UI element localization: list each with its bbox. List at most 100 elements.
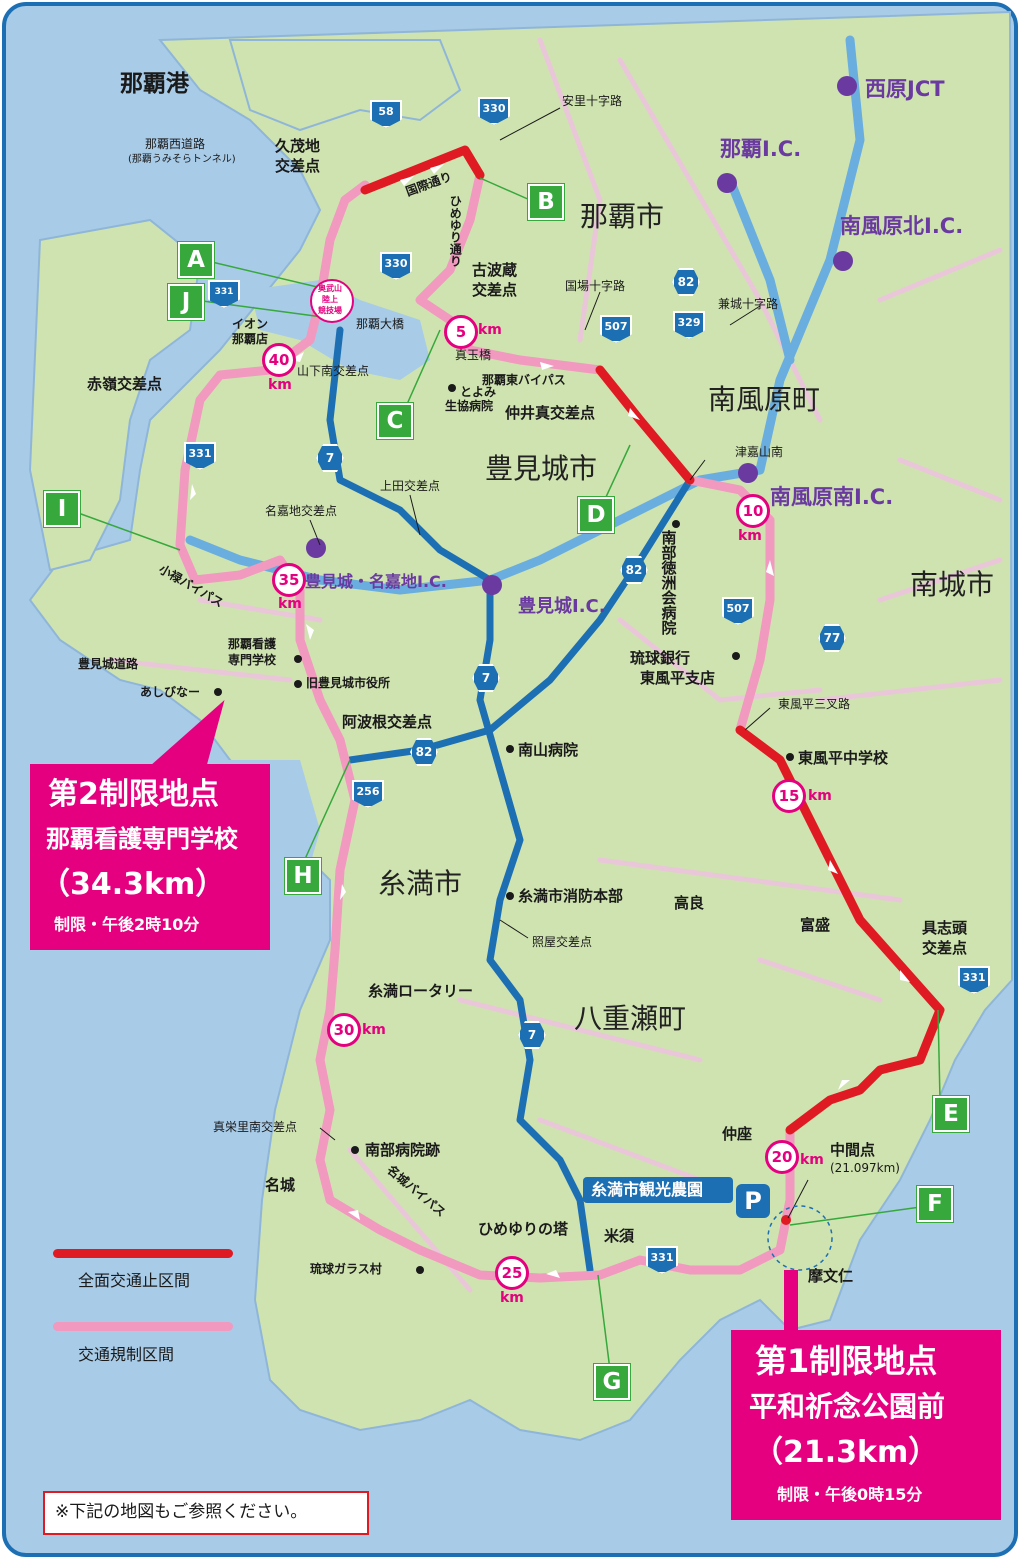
legend-closed-label: 全面交通止区間 [78, 1271, 191, 1290]
route-7c-icon: 7 [518, 1021, 546, 1049]
label-akamine: 赤嶺交差点 [87, 375, 163, 393]
km-marker-20: 20 [765, 1140, 799, 1174]
label-kohagura: 古波蔵 [472, 261, 518, 279]
km-unit-40: km [268, 377, 292, 393]
limit2-box: 第2制限地点 那覇看護専門学校 （34.3km） 制限・午後2時10分 [30, 764, 270, 950]
km-marker-30: 30 [327, 1013, 361, 1047]
okukubi-stadium-badge: 奥武山 陸上 競技場 [310, 279, 354, 323]
label-tsukazan: 津嘉山南 [735, 445, 784, 459]
label-ashibina: あしびなー [140, 685, 201, 699]
label-aeon2: 那覇店 [232, 332, 269, 346]
label-old-office: 旧豊見城市役所 [306, 676, 391, 690]
label-itoman-rotary: 糸満ロータリー [368, 982, 474, 1000]
limit1-place: 平和祈念公園前 [749, 1390, 946, 1423]
city-haebaru: 南風原町 [708, 383, 821, 416]
marker-g: G [594, 1364, 630, 1400]
label-tomi: とよみ [460, 385, 497, 399]
label-kochinda-jhs: 東風平中学校 [798, 749, 889, 767]
km-unit-20: km [800, 1152, 824, 1168]
label-teruya: 照屋交差点 [532, 935, 593, 949]
route-7b-icon: 7 [472, 664, 500, 692]
ic-dot-haebaru-south [738, 463, 758, 483]
ic-dot-nishihara [837, 76, 857, 96]
pointer-lines [309, 107, 809, 1219]
km-unit-10: km [738, 528, 762, 544]
label-kumoji2: 交差点 [275, 157, 321, 175]
ic-dot-tomigusuku-nakachi [306, 538, 326, 558]
marker-b: B [528, 184, 564, 220]
label-naha-west-road: 那覇西道路 [145, 137, 206, 151]
label-kumoji: 久茂地 [275, 137, 321, 155]
note-box: ※下記の地図もご参照ください。 [43, 1491, 369, 1535]
legend-restricted-swatch [53, 1322, 233, 1331]
route-58-icon: 58 [370, 100, 402, 128]
label-kokuba: 国場十字路 [565, 279, 626, 293]
label-gushichan: 具志頭 [922, 919, 968, 937]
label-itoman-fire: 糸満市消防本部 [518, 887, 624, 905]
marker-i: I [44, 491, 80, 527]
ic-label-naha: 那覇I.C. [720, 137, 802, 161]
label-kohagura2: 交差点 [472, 281, 518, 299]
km-marker-40: 40 [262, 343, 296, 377]
ic-label-haebaru-south: 南風原南I.C. [770, 485, 894, 509]
city-naha: 那覇市 [580, 200, 665, 233]
marker-d: D [578, 497, 614, 533]
label-himeyuri-tower: ひめゆりの塔 [478, 1220, 569, 1238]
label-komesu: 米須 [604, 1227, 635, 1245]
label-takara: 高良 [674, 894, 705, 912]
label-nursing2: 専門学校 [228, 653, 277, 667]
limit2-time: 制限・午後2時10分 [54, 915, 200, 934]
label-aeon: イオン [232, 317, 269, 331]
label-nanzan: 南山病院 [518, 741, 579, 759]
limit1-pointer [784, 1270, 798, 1332]
label-yamashita: 山下南交差点 [297, 364, 370, 378]
km-unit-35: km [278, 596, 302, 612]
parking-label: 糸満市観光農園 [591, 1180, 704, 1199]
label-mabuni: 摩文仁 [808, 1267, 854, 1285]
legend-closed-swatch [53, 1249, 233, 1258]
limit1-distance: （21.3km） [753, 1435, 939, 1470]
parking-label-box: 糸満市観光農園 [583, 1177, 733, 1203]
city-itoman: 糸満市 [378, 867, 463, 900]
label-naha-bypass: 那覇東バイパス [482, 373, 566, 387]
label-asato: 安里十字路 [562, 94, 623, 108]
km-marker-10: 10 [736, 494, 770, 528]
label-chukan2: (21.097km) [830, 1161, 900, 1175]
marker-a: A [178, 242, 214, 278]
label-naha-bridge: 那覇大橋 [356, 317, 405, 331]
label-nanbu-tokushukai: 南部徳洲会病院 [659, 530, 678, 635]
label-naha-west-road-sub: (那覇うみそらトンネル) [128, 154, 236, 165]
label-nakaza: 仲座 [722, 1125, 753, 1143]
ic-dot-naha [717, 173, 737, 193]
note-text: ※下記の地図もご参照ください。 [55, 1502, 308, 1522]
marker-h: H [285, 858, 321, 894]
ic-dot-tomigusuku [482, 575, 502, 595]
km-marker-5: 5 [444, 315, 478, 349]
label-ryukyu-glass: 琉球ガラス村 [310, 1262, 382, 1276]
city-yaese: 八重瀬町 [574, 1002, 687, 1035]
label-nashiro: 名城 [265, 1176, 296, 1194]
label-tomigusuku-road: 豊見城道路 [78, 657, 139, 671]
city-nanjo: 南城市 [910, 568, 995, 601]
marker-c: C [377, 403, 413, 439]
legend-restricted-label: 交通規制区間 [78, 1345, 175, 1364]
km-marker-15: 15 [772, 779, 806, 813]
label-nursing: 那覇看護 [228, 637, 277, 651]
label-ryukyu-bank2: 東風平支店 [640, 669, 716, 687]
ic-label-tomigusuku-nakachi: 豊見城・名嘉地I.C. [305, 572, 447, 591]
label-maezato: 真栄里南交差点 [213, 1120, 298, 1134]
label-kochinda-sansaro: 東風平三叉路 [778, 697, 851, 711]
limit2-place: 那覇看護専門学校 [46, 825, 238, 853]
ic-label-haebaru-north: 南風原北I.C. [840, 214, 964, 238]
label-tomi2: 生協病院 [445, 399, 494, 413]
route-77-icon: 77 [818, 624, 846, 652]
km-unit-5: km [478, 322, 502, 338]
label-kanegusuku: 兼城十字路 [718, 297, 779, 311]
marker-j: J [168, 284, 204, 320]
ic-dot-haebaru-north [833, 251, 853, 271]
km-unit-15: km [808, 788, 832, 804]
label-naha-port: 那覇港 [120, 71, 189, 97]
route-82c-icon: 82 [410, 738, 438, 766]
ic-label-nishihara: 西原JCT [865, 77, 945, 101]
label-nanbu-hospital: 南部病院跡 [365, 1141, 441, 1159]
